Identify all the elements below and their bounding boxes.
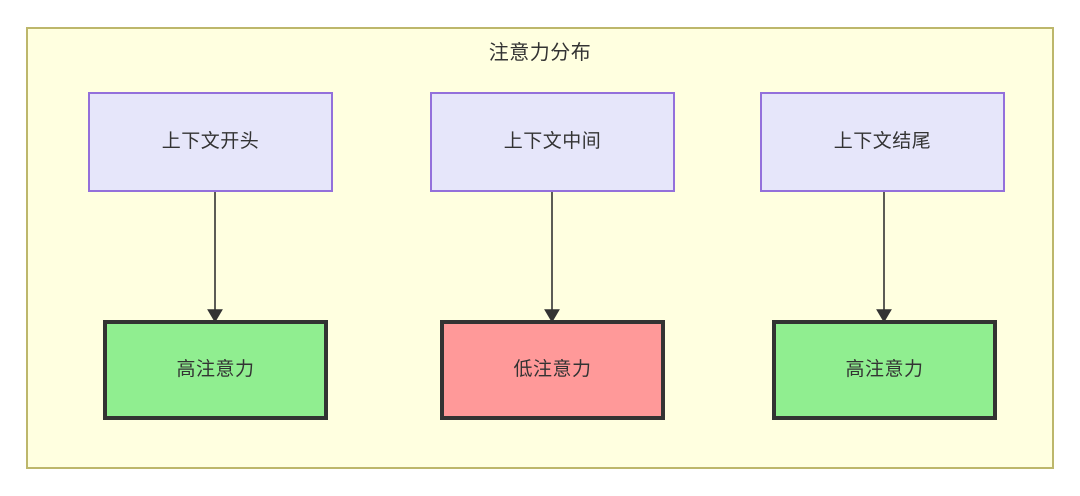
node-label: 高注意力 — [845, 359, 924, 380]
node-label: 高注意力 — [176, 359, 255, 380]
cluster-title: 注意力分布 — [488, 42, 592, 64]
node-label: 上下文结尾 — [833, 131, 932, 152]
node-label: 低注意力 — [513, 359, 592, 380]
node-label: 上下文开头 — [161, 131, 260, 152]
node-label: 上下文中间 — [503, 131, 602, 152]
node-ctx-end[interactable]: 上下文结尾 — [760, 92, 1005, 192]
node-attn-low[interactable]: 低注意力 — [440, 320, 665, 420]
node-ctx-middle[interactable]: 上下文中间 — [430, 92, 675, 192]
node-attn-high-2[interactable]: 高注意力 — [772, 320, 997, 420]
node-ctx-start[interactable]: 上下文开头 — [88, 92, 333, 192]
node-attn-high-1[interactable]: 高注意力 — [103, 320, 328, 420]
